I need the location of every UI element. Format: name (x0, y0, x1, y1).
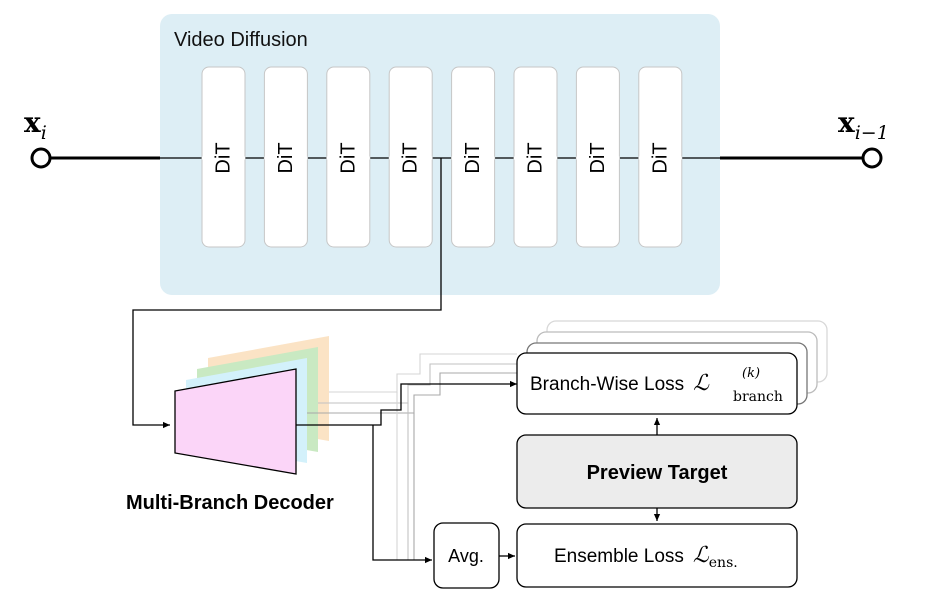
output-label: xi−1 (838, 106, 889, 144)
dit-blocks: DiT DiT DiT DiT DiT DiT DiT DiT (201, 66, 683, 248)
branch-routes-faded (307, 353, 522, 561)
avg-label: Avg. (448, 546, 484, 566)
branch-route-to-avg (372, 425, 432, 564)
branch-loss-box (516, 352, 798, 415)
ensemble-loss-label: Ensemble Loss ℒens. (554, 543, 738, 571)
branch-loss-sub: branch (733, 389, 783, 405)
branch-loss-symbol: ℒ (693, 371, 710, 396)
ensemble-loss-symbol: ℒ (693, 543, 710, 568)
preview-target-label: Preview Target (587, 462, 728, 484)
dit-block-label: DiT (462, 142, 484, 173)
dit-block-label: DiT (525, 142, 547, 173)
dit-block-label: DiT (649, 142, 671, 173)
dit-block-label: DiT (213, 142, 235, 173)
dit-block-label: DiT (400, 142, 422, 173)
ensemble-loss-box (516, 523, 798, 588)
dit-block-label: DiT (587, 142, 609, 173)
tap-line (132, 158, 442, 429)
multi-branch-decoder (174, 336, 329, 475)
branch-loss-text: Branch-Wise Loss (530, 374, 684, 395)
branch-route-main (296, 380, 517, 426)
panel-title: Video Diffusion (174, 29, 308, 51)
ensemble-loss-sub: ens. (709, 555, 738, 571)
branch-loss-label: Branch-Wise Loss ℒ (530, 371, 710, 396)
decoder-label: Multi-Branch Decoder (126, 492, 334, 514)
input-label-sub: i (41, 122, 47, 144)
branch-loss-sup: (k) (742, 366, 760, 381)
decoder-layer-pink (174, 368, 297, 475)
ensemble-loss-text: Ensemble Loss (554, 546, 684, 567)
input-label: xi (24, 106, 47, 144)
dit-block-label: DiT (337, 142, 359, 173)
dit-block-label: DiT (275, 142, 297, 173)
input-label-main: x (24, 106, 41, 139)
output-node (861, 147, 883, 169)
output-label-main: x (838, 106, 855, 139)
output-label-sub: i−1 (855, 122, 889, 144)
input-node (30, 147, 52, 169)
